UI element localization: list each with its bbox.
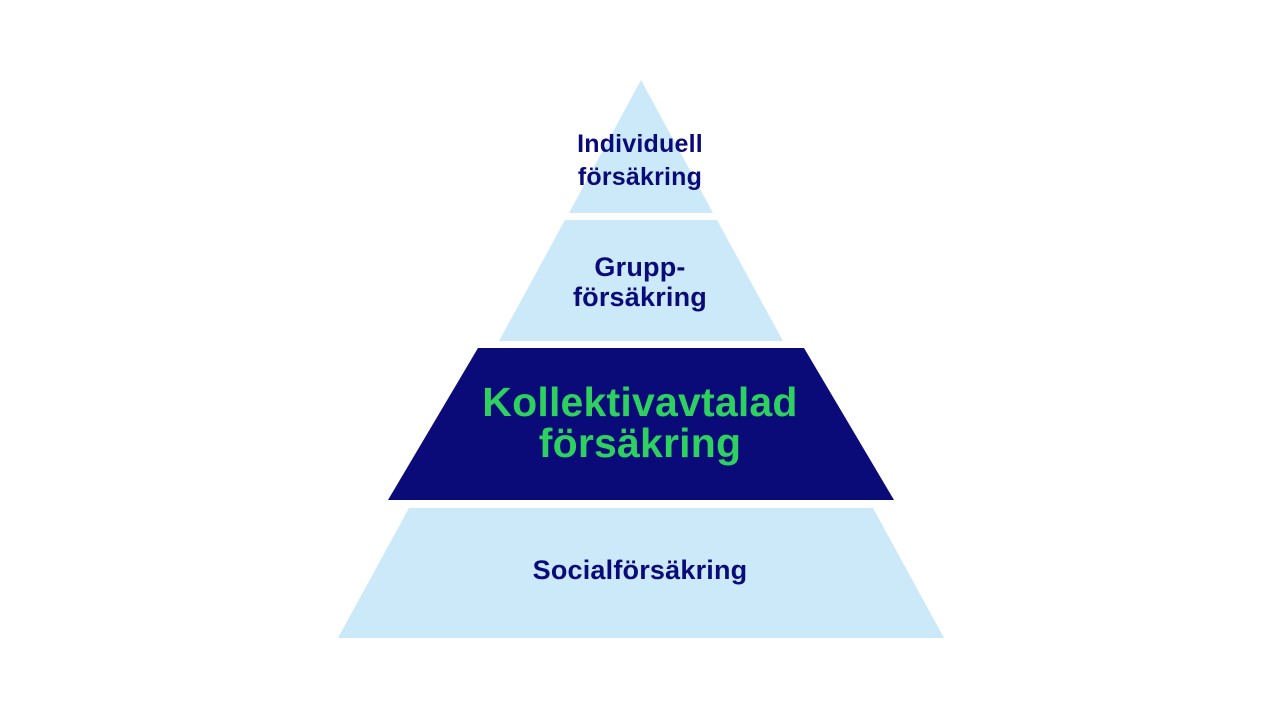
layer-grupp-shape <box>499 220 783 341</box>
layer-social-shape <box>338 508 944 638</box>
layer-individuell-shape <box>569 80 713 213</box>
layer-kollektivavtalad-shape <box>388 348 894 500</box>
